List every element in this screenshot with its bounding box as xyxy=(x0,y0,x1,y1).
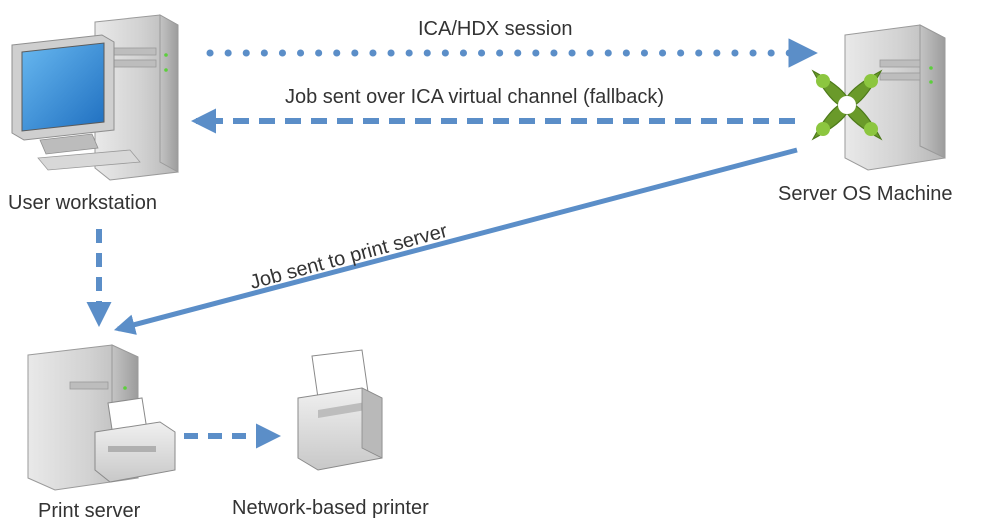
printer-label: Network-based printer xyxy=(232,497,429,519)
print-job-label: Job sent to print server xyxy=(248,220,451,294)
session-label: ICA/HDX session xyxy=(418,18,573,40)
workstation-label: User workstation xyxy=(8,192,157,214)
server-label: Server OS Machine xyxy=(778,183,953,205)
print-job-arrow xyxy=(113,147,798,335)
workstation-icon xyxy=(11,14,179,181)
print-server-icon xyxy=(27,344,176,491)
fallback-label: Job sent over ICA virtual channel (fallb… xyxy=(285,86,665,108)
print-server-label: Print server xyxy=(38,500,141,522)
printer-icon xyxy=(297,349,383,471)
citrix-logo-icon xyxy=(811,69,883,141)
